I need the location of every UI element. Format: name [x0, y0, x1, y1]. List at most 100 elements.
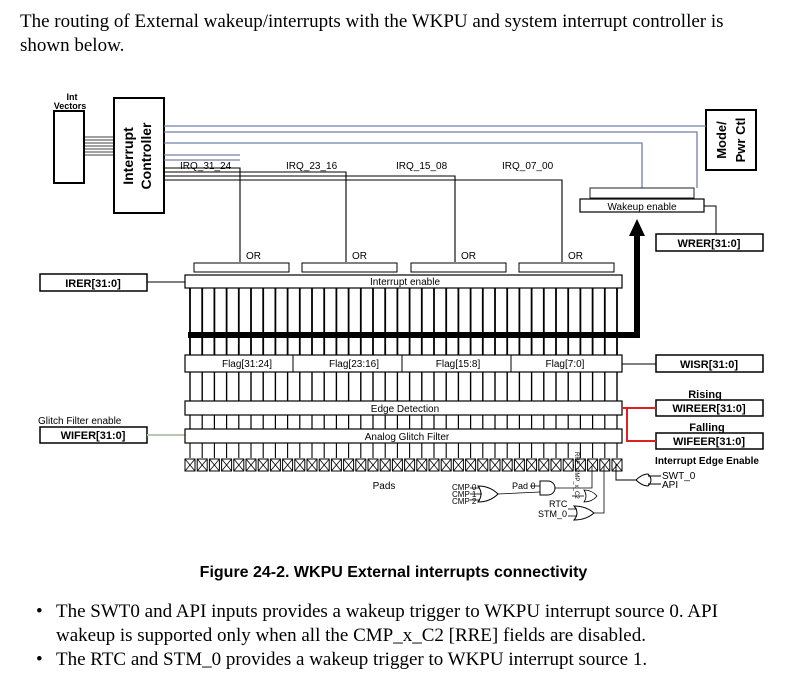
pad-cross [331, 458, 342, 472]
pad-cross [562, 458, 574, 472]
wakeup-enable-label: Wakeup enable [607, 202, 677, 213]
bullet-item: • The SWT0 and API inputs provides a wake… [36, 600, 781, 648]
swt-gate-output [615, 464, 636, 481]
interrupt-edge-enable-label: Interrupt Edge Enable [655, 456, 759, 467]
wakeup-path-arrow [188, 232, 640, 338]
pad-cross [404, 458, 415, 472]
wifer-label: WIFER[31:0] [61, 430, 126, 442]
irq-label-23-16: IRQ_23_16 [286, 161, 338, 172]
pad-cross [477, 458, 489, 472]
wrer-label: WRER[31:0] [678, 238, 741, 250]
analog-glitch-filter-label: Analog Glitch Filter [365, 432, 450, 443]
wrer-register [655, 233, 764, 252]
routing-lines [164, 125, 706, 188]
signal-lines [189, 263, 618, 458]
pad-cross [501, 458, 513, 472]
stm0-label: STM_0 [538, 509, 567, 519]
cmp2-label: CMP 2 [452, 497, 477, 506]
bullet-dot: • [36, 601, 43, 622]
falling-label: Falling [689, 422, 724, 434]
pad-row [184, 458, 623, 472]
interrupt-controller-label: Interrupt [120, 127, 136, 185]
rtc-stm-lines [555, 466, 605, 517]
bullet-text: The SWT0 and API inputs provides a wakeu… [56, 601, 718, 646]
rtc-label: RTC [549, 499, 568, 509]
vector-bus [84, 136, 114, 156]
glitch-filter-enable-label: Glitch Filter enable [38, 416, 122, 427]
pad-cross [196, 458, 208, 472]
pad-cross [611, 458, 623, 472]
pad-cross [453, 458, 464, 472]
or-gates [193, 262, 615, 273]
int-vectors-block [53, 110, 85, 184]
flag-31-24-label: Flag[31:24] [222, 359, 272, 370]
rising-label: Rising [688, 389, 722, 401]
pad-and-gate [539, 480, 556, 496]
figure-caption: Figure 24-2. WKPU External interrupts co… [199, 564, 588, 581]
rre-cmp-tag: RRE_CMP_x_C2 [573, 452, 579, 499]
irq-label-15-08: IRQ_15_08 [396, 161, 448, 172]
pad-cross [355, 458, 367, 472]
pad-cross [526, 458, 537, 472]
pad-cross [587, 458, 598, 472]
wakeup-arrowhead [629, 219, 645, 236]
flag-23-16-label: Flag[23:16] [329, 359, 379, 370]
pad-cross [270, 458, 281, 472]
interrupt-enable-bar [184, 274, 623, 289]
bullet-dot: • [36, 649, 43, 670]
pad-cross [514, 458, 525, 472]
wakeup-enable-mux [589, 187, 695, 199]
bullet-list: • The SWT0 and API inputs provides a wake… [36, 600, 781, 672]
pad-cross [257, 458, 269, 472]
wifeer-label: WIFEER[31:0] [673, 436, 745, 448]
pad-cross [343, 458, 354, 472]
pad-cross [245, 458, 257, 472]
pad-cross [538, 458, 550, 472]
intro-paragraph: The routing of External wakeup/interrupt… [20, 11, 724, 56]
pad-cross [184, 458, 196, 472]
flag-dividers [292, 355, 512, 372]
cmp0-label: CMP 0 [452, 483, 477, 492]
pad-cross [209, 458, 220, 472]
int-vectors-label: Int [67, 92, 78, 102]
irq-label-07-00: IRQ_07_00 [502, 161, 554, 172]
swt-api-or-gate [635, 473, 652, 487]
pad-cross [318, 458, 330, 472]
pad-cross [489, 458, 501, 472]
flag-15-8-label: Flag[15:8] [436, 359, 481, 370]
irq-lines [164, 167, 563, 262]
analog-glitch-filter-bar [184, 428, 623, 444]
pad0-label: Pad 0 [512, 481, 536, 491]
mode-pwr-ctl-block [705, 109, 757, 171]
or-label: OR [568, 251, 583, 262]
wisr-register [655, 354, 764, 373]
pad-cross [367, 458, 379, 472]
or-label: OR [352, 251, 367, 262]
interrupt-enable-label: Interrupt enable [370, 277, 440, 288]
pad-cross [465, 458, 476, 472]
edge-enable-red-lines [622, 407, 656, 442]
irq-label-31-24: IRQ_31_24 [180, 161, 232, 172]
rtc-stm-or-gate [572, 505, 595, 521]
mode-pwr-ctl-label: Mode/ [714, 121, 729, 159]
wisr-label: WISR[31:0] [680, 359, 738, 371]
pad-cross [221, 458, 232, 472]
pad-cross [550, 458, 562, 472]
or-label: OR [461, 251, 476, 262]
cmp-to-and-line [497, 491, 541, 495]
cmp1-label: CMP 1 [452, 490, 477, 499]
wkpu-routing-diagram: Int Vectors Interrupt Controller Mode/ P… [38, 92, 764, 521]
swt0-label: SWT_0 [662, 471, 696, 482]
pad-cross [428, 458, 440, 472]
bullet-item: • The RTC and STM_0 provides a wakeup tri… [36, 648, 781, 672]
pad-cross [599, 458, 611, 472]
bullet-text: The RTC and STM_0 provides a wakeup trig… [56, 649, 648, 670]
pad-cross [440, 458, 452, 472]
flag-7-0-label: Flag[7:0] [546, 359, 585, 370]
wireer-label: WIREER[31:0] [672, 403, 746, 415]
int-vectors-label: Vectors [54, 101, 87, 111]
pad-cross [379, 458, 391, 472]
pad-cross [294, 458, 306, 472]
cmp-input-lines [470, 487, 482, 501]
pad-cross [233, 458, 245, 472]
